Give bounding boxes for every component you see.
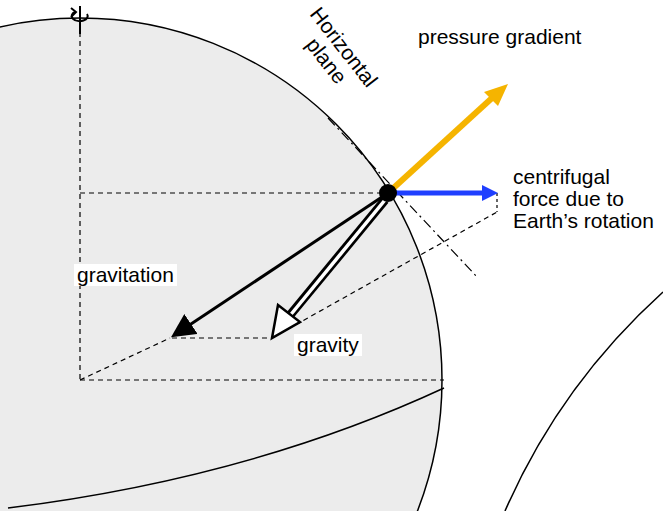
force-label: pressure gradient [418, 26, 658, 48]
construction-line [496, 193, 497, 212]
force-label: gravity [294, 334, 362, 356]
rotation-axis [79, 32, 80, 380]
equator-line [8, 388, 444, 508]
equatorial-radius [80, 379, 444, 380]
pressure-gradient-arrow [388, 84, 508, 193]
centrifugal-arrow [388, 185, 498, 201]
radius-line [80, 338, 170, 380]
air-parcel-dot [379, 184, 397, 202]
construction-line [172, 337, 272, 338]
rotation-symbol [71, 6, 88, 34]
earth-sphere [0, 18, 442, 511]
force-label: gravitation [74, 264, 177, 286]
horizontal-plane-line [328, 118, 478, 278]
construction-line [272, 212, 497, 338]
latitude-radius [80, 192, 388, 193]
force-label: centrifugal force due to Earth’s rotatio… [513, 166, 658, 232]
gravity-arrow [272, 200, 385, 338]
outer-arc [505, 292, 663, 511]
